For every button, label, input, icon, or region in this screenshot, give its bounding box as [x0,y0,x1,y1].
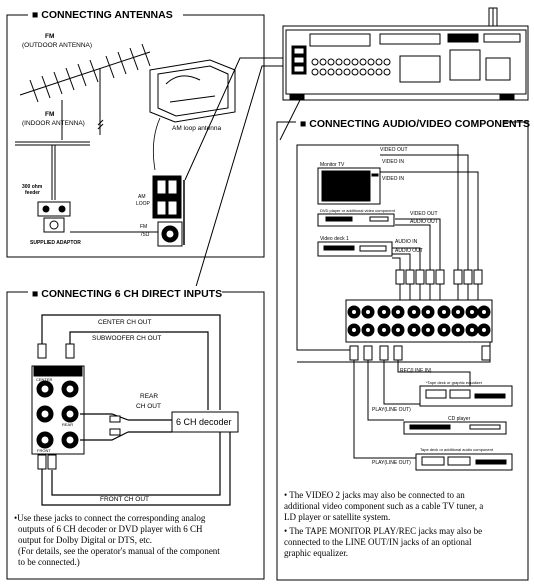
rear-ch-out-label-2: CH OUT [136,403,161,410]
rca-plug-bank [395,269,483,285]
svg-text:• The TAPE MONITOR PLAY/REC ja: • The TAPE MONITOR PLAY/REC jacks may al… [284,526,482,536]
antenna-terminal-icon [152,175,183,247]
antennas-section: ■ CONNECTING ANTENNAS FM (OUTDOOR ANTENN… [6,8,265,258]
audio-out-3-label: AUDIO OUT [395,248,423,254]
video-deck-icon [317,241,393,257]
audio-in-label: AUDIO IN [395,239,418,245]
rear-ch-out-label-1: REAR [140,393,158,400]
av-note: • The VIDEO 2 jacks may also be connecte… [284,490,483,558]
play-line-out-2-label: PLAY(LINE OUT) [372,460,411,466]
six-ch-section: ■ CONNECTING 6 CH DIRECT INPUTS CENTER C… [6,286,265,580]
tape-deck-2-icon [415,453,513,471]
audio-out-2: AUDIO OUT [410,219,438,225]
cd-player-icon [403,421,507,435]
fm-jack-label-2: 75Ω [140,232,150,238]
rec-line-in-label: REC(LINE IN) [400,368,432,374]
monitor-tv-label: Monitor TV [320,162,345,168]
video-in-2: VIDEO IN [382,176,404,182]
svg-text:• The VIDEO 2 jacks may also b: • The VIDEO 2 jacks may also be connecte… [284,490,465,500]
svg-text:•Use these jacks to connect th: •Use these jacks to connect the correspo… [14,513,206,523]
am-loop-jack-label-2: LOOP [136,201,151,207]
antennas-title: ■ CONNECTING ANTENNAS [32,9,173,21]
fm-jack-label-1: FM [140,224,147,230]
adaptor-icon [37,201,71,233]
six-ch-title: ■ CONNECTING 6 CH DIRECT INPUTS [32,288,222,300]
play-line-out-1-label: PLAY(LINE OUT) [372,407,411,413]
svg-text:to be connected.): to be connected.) [18,557,80,567]
svg-text:(For details, see the operator: (For details, see the operator's manual … [18,546,220,556]
jack-rear-label: REAR [62,422,73,427]
fm-indoor-sub: (INDOOR ANTENNA) [22,120,85,127]
svg-text:connected to the LINE OUT/IN j: connected to the LINE OUT/IN jacks of an… [284,537,472,547]
svg-text:LD player or satellite system.: LD player or satellite system. [284,512,390,522]
subwoofer-ch-out-label: SUBWOOFER CH OUT [92,335,161,342]
fm-outdoor-title: FM [45,33,54,40]
svg-text:additional video component suc: additional video component such as a cab… [284,501,483,511]
dvd-player-icon [317,213,395,227]
am-loop-jack-label-1: AM [138,194,146,200]
front-ch-out-label: FRONT CH OUT [100,496,149,503]
svg-text:output for Dolby Digital or DT: output for Dolby Digital or DTS, etc. [18,535,152,545]
svg-text:outputs of 6 CH decoder or DVD: outputs of 6 CH decoder or DVD player wi… [18,524,203,534]
video-in-1: VIDEO IN [382,159,404,165]
av-section: ■ CONNECTING AUDIO/VIDEO COMPONENTS VIDE… [276,116,530,581]
am-loop-label: AM loop antenna [172,125,222,132]
video-out-2: VIDEO OUT [410,211,438,217]
jack-center-label: CENTER [36,377,53,382]
monitor-tv-icon [317,167,381,205]
jack-front-label: FRONT [37,448,51,453]
adaptor-label: SUPPLIED ADAPTOR [30,240,81,246]
yagi-antenna-icon [19,43,151,135]
dvd-player-label: DVD player or additional video component [320,208,396,213]
six-ch-note: •Use these jacks to connect the correspo… [14,513,220,567]
am-loop-antenna-icon [149,59,236,123]
feeder-label-1: 300 ohm [22,184,43,190]
tape-deck-icon [419,385,513,407]
av-title: ■ CONNECTING AUDIO/VIDEO COMPONENTS [300,118,530,130]
fm-indoor-title: FM [45,111,54,118]
decoder-box [171,411,239,433]
tape-deck-label: *Tape deck or graphic equalizer [426,380,483,385]
six-ch-jack-panel [31,365,85,455]
rca-plug-icon [37,343,75,470]
video-out-top: VIDEO OUT [380,147,408,153]
feeder-label-2: feeder [25,190,40,196]
decoder-label: 6 CH decoder [176,417,232,427]
svg-text:graphic equalizer.: graphic equalizer. [284,548,348,558]
cd-player-label: CD player [448,416,471,422]
video-deck-label: Video deck 1 [320,236,349,242]
center-ch-out-label: CENTER CH OUT [98,319,151,326]
tape-deck-2-label: Tape deck or additional audio component [420,447,494,452]
fm-outdoor-sub: (OUTDOOR ANTENNA) [22,42,92,49]
av-jack-panel [345,299,493,343]
receiver-rear-panel [282,7,529,101]
